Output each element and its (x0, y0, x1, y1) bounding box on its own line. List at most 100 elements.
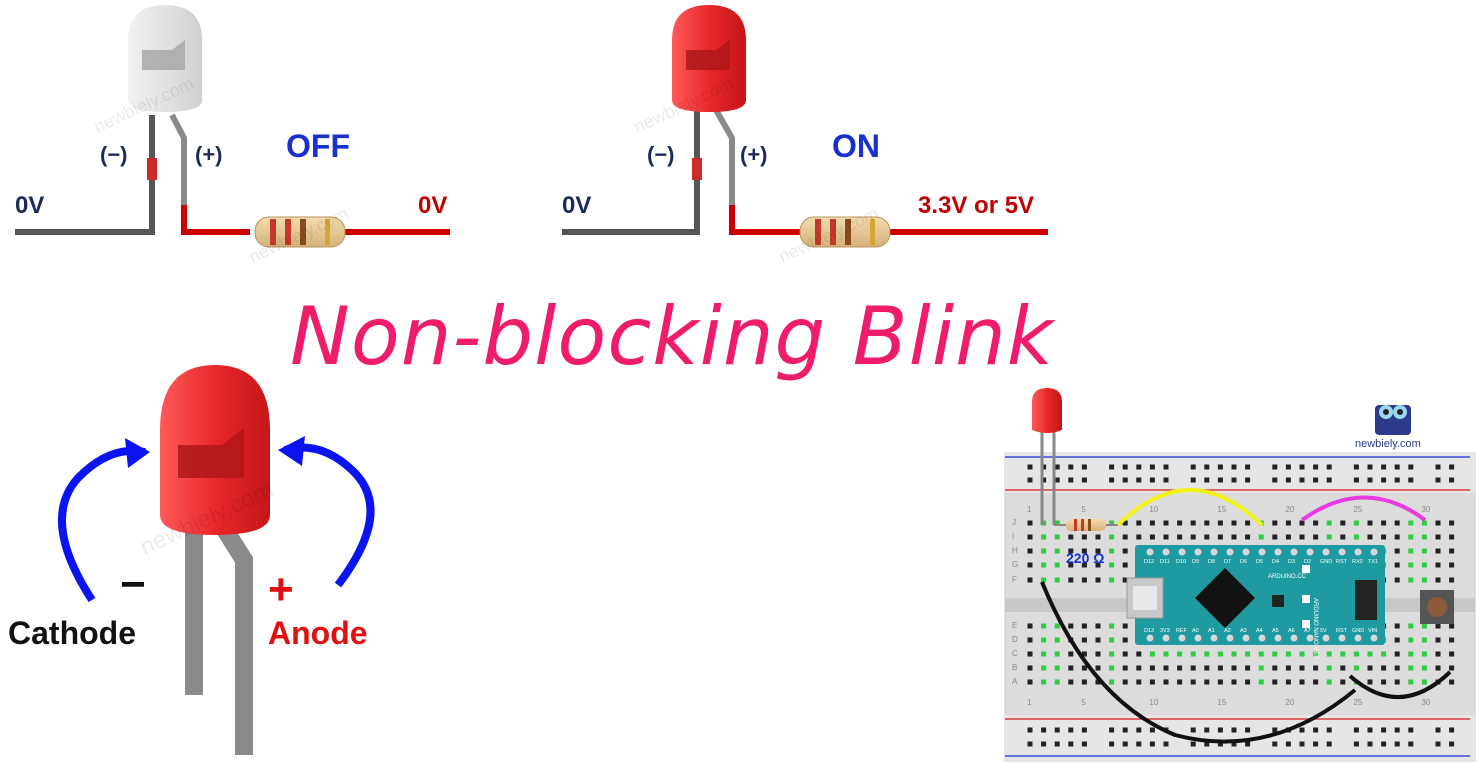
breadboard-hole (1027, 477, 1033, 483)
breadboard-hole (1027, 548, 1033, 554)
breadboard-hole (1299, 679, 1305, 685)
breadboard-hole (1326, 477, 1332, 483)
breadboard-hole (1449, 548, 1455, 554)
breadboard-button (1420, 590, 1454, 624)
breadboard-hole (1054, 651, 1060, 657)
breadboard-hole (1353, 741, 1359, 747)
breadboard-hole (1163, 520, 1169, 526)
breadboard-hole (1122, 534, 1128, 540)
breadboard-hole (1149, 679, 1155, 685)
breadboard-hole (1421, 562, 1427, 568)
row-letter: A (1012, 677, 1018, 686)
row-letter: D (1012, 635, 1018, 644)
nano-pin (1322, 634, 1330, 642)
breadboard-hole (1027, 562, 1033, 568)
nano-pin (1322, 548, 1330, 556)
column-number: 5 (1081, 698, 1086, 707)
breadboard-hole (1245, 651, 1251, 657)
breadboard-hole (1041, 562, 1047, 568)
breadboard-hole (1041, 548, 1047, 554)
breadboard-hole (1340, 679, 1346, 685)
row-letter: B (1012, 663, 1018, 672)
breadboard-hole (1027, 651, 1033, 657)
nano-pin (1242, 548, 1250, 556)
breadboard-hole (1285, 520, 1291, 526)
nano-pin (1210, 634, 1218, 642)
breadboard-hole (1258, 679, 1264, 685)
breadboard-hole (1095, 548, 1101, 554)
breadboard-hole (1340, 520, 1346, 526)
nano-pin-label: RST (1336, 628, 1347, 634)
breadboard-hole (1421, 520, 1427, 526)
nano-pin-label: D10 (1176, 559, 1187, 565)
column-number: 30 (1421, 698, 1431, 707)
breadboard-hole (1435, 577, 1441, 583)
brand-label: newbiely.com (1355, 438, 1421, 450)
breadboard-hole (1217, 464, 1223, 470)
breadboard-hole (1272, 534, 1278, 540)
breadboard-hole (1068, 577, 1074, 583)
nano-pin (1210, 548, 1218, 556)
breadboard-hole (1027, 679, 1033, 685)
breadboard-hole (1326, 741, 1332, 747)
off-cathode-sign: (−) (100, 142, 128, 167)
breadboard-hole (1109, 623, 1115, 629)
breadboard-hole (1068, 623, 1074, 629)
breadboard-hole (1394, 520, 1400, 526)
page-title: Non-blocking Blink (290, 290, 1055, 383)
breadboard-hole (1149, 665, 1155, 671)
breadboard-hole (1122, 637, 1128, 643)
breadboard-hole (1408, 534, 1414, 540)
breadboard-hole (1217, 665, 1223, 671)
breadboard-hole (1204, 727, 1210, 733)
breadboard-hole (1449, 637, 1455, 643)
breadboard-hole (1041, 477, 1047, 483)
breadboard-hole (1313, 464, 1319, 470)
nano-pin-label: VIN (1368, 628, 1378, 634)
nano-pin-label: A0 (1192, 628, 1199, 634)
breadboard-hole (1285, 534, 1291, 540)
breadboard-hole (1299, 534, 1305, 540)
breadboard-hole (1408, 637, 1414, 643)
breadboard-hole (1299, 665, 1305, 671)
on-left-voltage: 0V (562, 192, 592, 219)
nano-pin-label: D13 (1144, 628, 1155, 634)
breadboard-hole (1435, 741, 1441, 747)
breadboard-hole (1326, 520, 1332, 526)
nano-pin-label: D5 (1256, 559, 1264, 565)
breadboard-hole (1122, 727, 1128, 733)
breadboard-hole (1190, 665, 1196, 671)
breadboard-hole (1177, 651, 1183, 657)
breadboard-hole (1149, 651, 1155, 657)
breadboard-hole (1109, 520, 1115, 526)
breadboard-hole (1109, 477, 1115, 483)
breadboard-hole (1272, 679, 1278, 685)
cathode-sign: − (120, 560, 146, 609)
nano-pin (1226, 634, 1234, 642)
breadboard-hole (1272, 477, 1278, 483)
breadboard-hole (1177, 520, 1183, 526)
nano-pin-label: GND (1320, 559, 1333, 565)
on-anode-wire (713, 108, 1048, 235)
black-jumper-wire-2 (1348, 670, 1452, 699)
nano-pin-label: D11 (1160, 559, 1170, 565)
breadboard-hole (1163, 665, 1169, 671)
column-number: 5 (1081, 505, 1086, 514)
breadboard-hole (1394, 562, 1400, 568)
breadboard-hole (1054, 637, 1060, 643)
breadboard-hole (1109, 577, 1115, 583)
breadboard-hole (1231, 520, 1237, 526)
breadboard-hole (1122, 679, 1128, 685)
breadboard-hole (1245, 665, 1251, 671)
breadboard-hole (1258, 665, 1264, 671)
breadboard-hole (1190, 741, 1196, 747)
column-number: 30 (1421, 505, 1431, 514)
row-letter: I (1012, 532, 1015, 541)
breadboard-hole (1394, 665, 1400, 671)
nano-pin-label: D9 (1192, 559, 1200, 565)
on-resistor (799, 216, 891, 248)
breadboard-hole (1190, 477, 1196, 483)
breadboard-hole (1109, 727, 1115, 733)
nano-pin (1258, 634, 1266, 642)
